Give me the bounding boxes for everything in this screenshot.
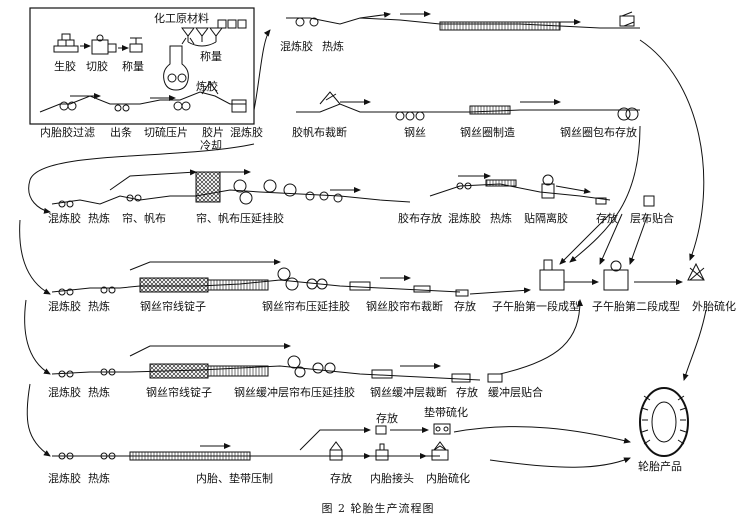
compound-label-box: 混炼胶 [230,126,263,139]
flap-cure-label: 垫带硫化 [424,406,468,419]
liner-label: 贴隔离胶 [524,212,568,225]
top-warming-line [286,11,640,31]
cut-press-label: 切硫压片 [144,126,188,139]
buffer-cut-label: 钢丝缓冲层裁断 [370,386,447,399]
weigh-label-2: 称量 [200,50,222,63]
buffer-layer-line [51,343,503,383]
tube-warm-label: 热炼 [88,472,110,485]
liner-line [429,173,655,207]
buffer-compound-label: 混炼胶 [48,386,81,399]
bead-line [296,91,640,121]
steel-cut-label: 钢丝胶帘布裁断 [366,300,443,313]
tire-product-icon [639,387,689,457]
inner-tube-filter-label: 内胎胶过滤 [40,126,95,139]
raw-material-box [29,7,255,125]
build-stage-2-label: 子午胎第二段成型 [592,300,680,313]
banbury-mixer-icon [163,37,195,91]
strip-label: 出条 [110,126,132,139]
cord-warm-label: 热炼 [88,212,110,225]
tube-compound-label: 混炼胶 [48,472,81,485]
raw-rubber-icon [53,33,79,53]
tire-builder-1-icon [539,259,574,291]
buffer-store-label: 存放 [456,386,478,399]
flap-store-label: 存放 [376,412,398,425]
cord-compound-label: 混炼胶 [48,212,81,225]
tire-product-label: 轮胎产品 [638,460,682,473]
cord-warm-2-label: 热炼 [490,212,512,225]
buffer-calender-label: 钢丝缓冲层帘布压延挂胶 [234,386,355,399]
cord-compound-2-label: 混炼胶 [448,212,481,225]
cooling-label: 冷却 [200,139,222,152]
storage-tanks-icon [181,19,247,47]
steel-warm-label: 热炼 [88,300,110,313]
top-compound-label: 混炼胶 [280,40,313,53]
cord-calender-label: 帘、帆布压延挂胶 [196,212,284,225]
tube-store-label: 存放 [330,472,352,485]
cut-rubber-label: 切胶 [86,60,108,73]
fabric-store-label: 胶布存放 [398,212,442,225]
sheet-label: 胶片 [202,126,224,139]
buffer-laminate-label: 缓冲层贴合 [488,386,543,399]
raw-rubber-label: 生胶 [54,60,76,73]
steel-store-label: 存放 [454,300,476,313]
steel-cord-line [51,259,531,297]
bead-making-label: 钢丝圈制造 [460,126,515,139]
raw-materials-title: 化工原材料 [154,12,209,25]
tire-builder-2-icon [603,260,629,291]
buffer-warm-label: 热炼 [88,386,110,399]
weigh-label: 称量 [122,60,144,73]
mill-rollers-icon [59,81,247,113]
tire-cure-label: 外胎硫化 [692,300,736,313]
mixing-label: 炼胶 [196,80,218,93]
inner-tube-line [52,423,451,461]
weighing-icon [129,37,143,53]
rubber-cutter-icon [91,34,117,55]
curtain-label: 帘、帆布 [122,212,166,225]
bead-wrap-label: 钢丝圈包布存放 [560,126,637,139]
cut-canvas-label: 胶帆布裁断 [292,126,347,139]
tube-extrude-label: 内胎、垫带压制 [196,472,273,485]
steel-wire-label: 钢丝 [404,126,426,139]
steel-creel-label: 钢丝帘线锭子 [140,300,206,313]
figure-caption: 图 2 轮胎生产流程图 [321,502,435,515]
ply-laminate-label: 层布贴合 [630,212,674,225]
steel-calender-label: 钢丝帘布压延挂胶 [262,300,350,313]
tube-cure-label: 内胎硫化 [426,472,470,485]
tube-splice-label: 内胎接头 [370,472,414,485]
steel-compound-label: 混炼胶 [48,300,81,313]
cord-calender-line [51,169,411,208]
tire-cure-press-icon [687,262,705,281]
cord-store-2-label: 存放 [596,212,618,225]
build-stage-1-label: 子午胎第一段成型 [492,300,580,313]
top-warm-label: 热炼 [322,40,344,53]
buffer-creel-label: 钢丝帘线锭子 [146,386,212,399]
